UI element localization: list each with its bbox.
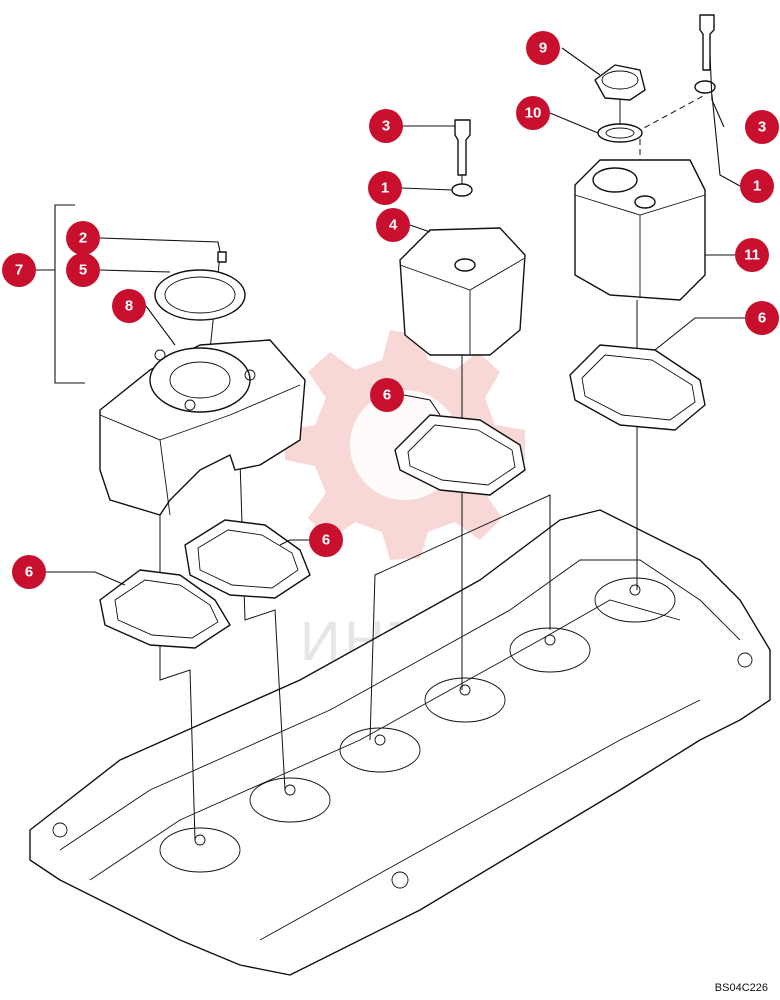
callout-8: 8 bbox=[112, 289, 146, 323]
callout-label: 3 bbox=[758, 119, 766, 136]
valve-cover-right bbox=[574, 159, 706, 301]
callout-6-center: 6 bbox=[370, 378, 404, 412]
bolt-3-right bbox=[699, 14, 715, 71]
washer-1-right bbox=[694, 80, 716, 94]
callout-6-center-left: 6 bbox=[309, 523, 343, 557]
callout-label: 7 bbox=[15, 262, 23, 279]
callout-7: 7 bbox=[2, 253, 36, 287]
valve-cover-middle bbox=[399, 227, 526, 356]
callout-label: 1 bbox=[753, 178, 761, 195]
callout-3-right: 3 bbox=[745, 110, 779, 144]
callout-label: 6 bbox=[383, 387, 391, 404]
gasket-5 bbox=[154, 269, 246, 321]
callout-label: 10 bbox=[525, 105, 542, 122]
gasket-6-right bbox=[569, 344, 706, 431]
callout-5: 5 bbox=[66, 253, 100, 287]
callout-1-right: 1 bbox=[740, 169, 774, 203]
callout-6-right: 6 bbox=[745, 301, 779, 335]
callout-label: 6 bbox=[322, 532, 330, 549]
callout-11: 11 bbox=[735, 238, 769, 272]
callout-4: 4 bbox=[376, 208, 410, 242]
callout-1-middle: 1 bbox=[368, 171, 402, 205]
drawing-code: BS04C226 bbox=[714, 982, 768, 994]
callout-3-middle: 3 bbox=[369, 109, 403, 143]
callout-label: 6 bbox=[758, 310, 766, 327]
callout-10: 10 bbox=[516, 96, 550, 130]
washer-1-middle bbox=[451, 183, 473, 197]
callout-2: 2 bbox=[66, 221, 100, 255]
valve-cover-left bbox=[99, 339, 306, 516]
callout-label: 5 bbox=[79, 262, 87, 279]
callout-label: 6 bbox=[25, 564, 33, 581]
gasket-6-center-left bbox=[184, 519, 311, 599]
seal-10 bbox=[597, 123, 643, 143]
bolt-3-middle bbox=[454, 119, 471, 176]
callout-9: 9 bbox=[526, 31, 560, 65]
callout-label: 8 bbox=[125, 298, 133, 315]
callout-label: 4 bbox=[389, 217, 398, 234]
callout-6-left: 6 bbox=[12, 555, 46, 589]
callout-label: 9 bbox=[539, 40, 547, 57]
callout-label: 1 bbox=[381, 180, 389, 197]
gasket-6-left bbox=[99, 569, 231, 649]
callout-label: 2 bbox=[79, 230, 87, 247]
leader-lines bbox=[36, 47, 746, 586]
callout-label: 11 bbox=[744, 247, 760, 264]
group-bracket-7 bbox=[54, 204, 85, 384]
cylinder-head bbox=[29, 509, 771, 976]
callout-label: 3 bbox=[382, 118, 390, 135]
screw-2 bbox=[217, 251, 227, 263]
gasket-6-center bbox=[394, 414, 526, 496]
oil-cap-9 bbox=[594, 64, 646, 101]
